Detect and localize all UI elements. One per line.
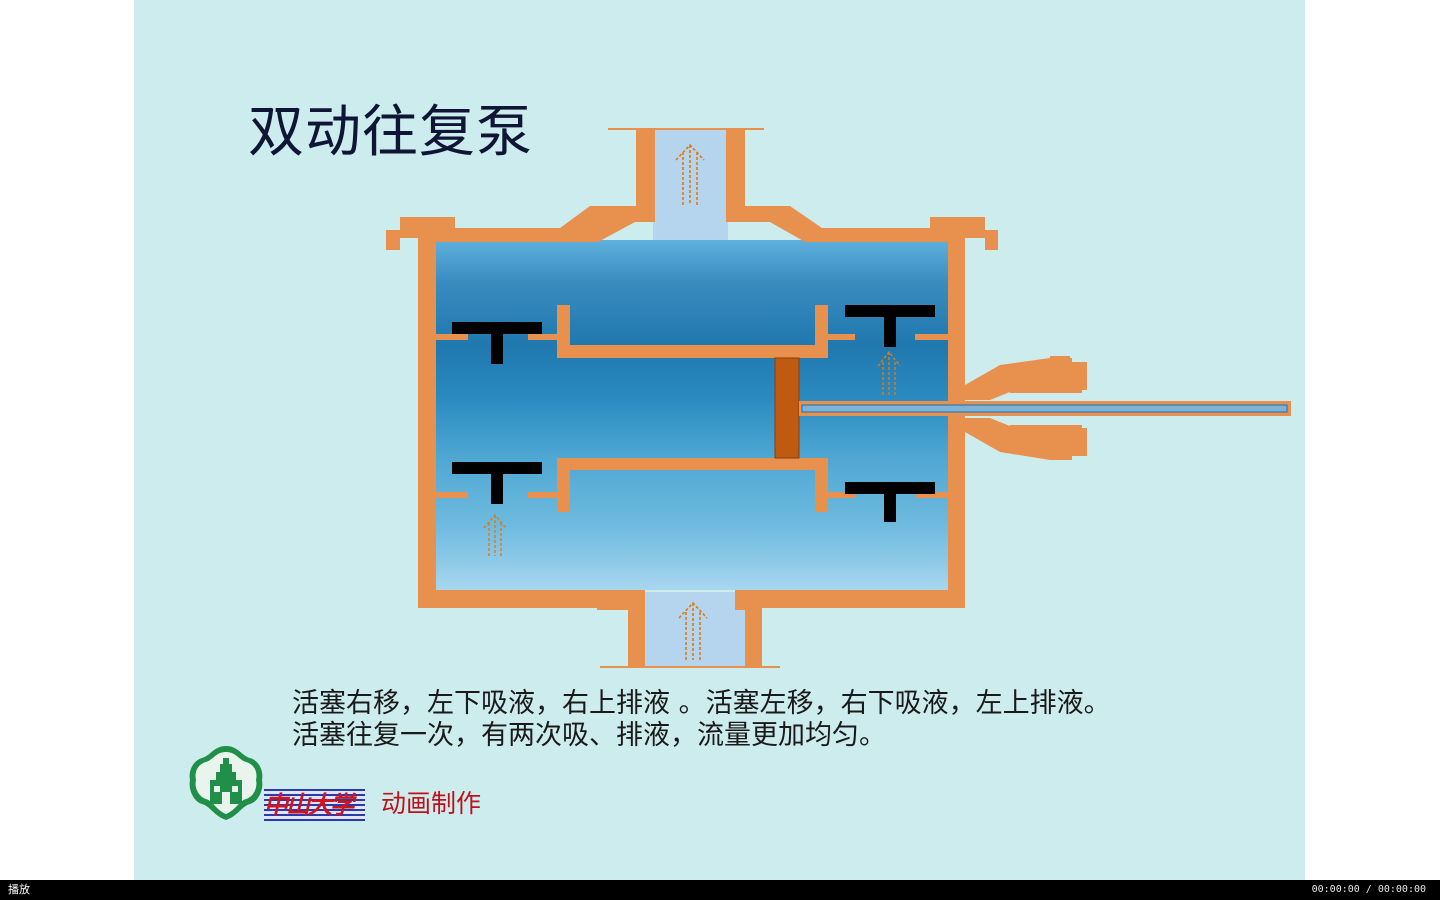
check-valve-icon	[845, 305, 935, 347]
play-button[interactable]: 播放	[8, 883, 30, 896]
check-valve-icon	[845, 482, 935, 522]
casing-left-wall	[418, 238, 436, 608]
flow-arrow-icon	[675, 143, 705, 205]
casing-right-wall	[948, 238, 1072, 608]
casing-top-left	[386, 128, 655, 250]
inlet-pipe-fluid	[643, 592, 747, 668]
casing-bottom-right	[735, 590, 965, 668]
flow-arrow-icon	[877, 350, 901, 395]
player-control-bar: 播放 00:00:00 / 00:00:00	[0, 880, 1440, 900]
gland-flange-top	[1072, 362, 1087, 390]
piston-icon	[774, 357, 800, 459]
flow-arrow-icon	[678, 601, 708, 660]
university-logo	[189, 746, 263, 820]
casing-top-right	[726, 128, 998, 250]
animation-credit: 动画制作	[381, 789, 482, 818]
gland-flange-bottom	[1072, 428, 1087, 456]
description-line-2: 活塞往复一次，有两次吸、排液，流量更加均匀。	[292, 720, 886, 751]
description-line-1: 活塞右移，左下吸液，右上排液 。活塞左移，右下吸液，左上排液。	[292, 688, 1111, 719]
university-name: 中山大学	[264, 789, 365, 821]
check-valve-icon	[452, 462, 542, 504]
double-acting-pump-diagram	[386, 128, 1291, 668]
casing-bottom-left	[418, 590, 645, 668]
flow-arrow-icon	[483, 513, 507, 556]
time-readout: 00:00:00 / 00:00:00	[1311, 884, 1426, 895]
cylinder-lower-wall	[557, 458, 828, 512]
check-valve-icon	[452, 322, 542, 364]
cylinder-upper-wall	[557, 305, 828, 358]
slide-title: 双动往复泵	[248, 100, 533, 165]
